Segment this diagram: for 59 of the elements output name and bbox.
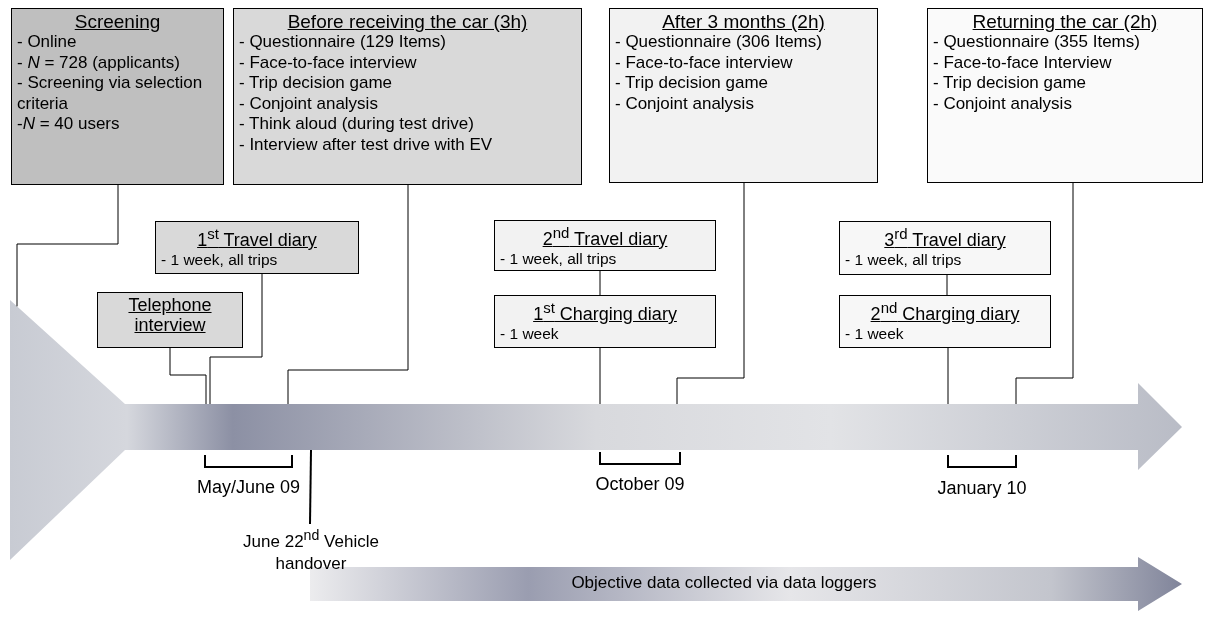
diary-box	[494, 220, 716, 271]
list-item: - Interview after test drive with EV	[239, 134, 494, 155]
list-item: - Conjoint analysis	[615, 93, 755, 114]
list-item: - N = 728 (applicants)	[17, 52, 181, 73]
stage-box	[11, 8, 224, 185]
list-item: - Face-to-face Interview	[933, 52, 1113, 73]
list-item: - 1 week	[500, 324, 560, 343]
leader-line	[169, 347, 207, 405]
diary-box	[494, 295, 716, 348]
stage-box	[233, 8, 582, 185]
list-item: - Trip decision game	[933, 73, 1088, 94]
interview-box	[97, 292, 243, 348]
leader-line	[599, 270, 601, 296]
box-heading: Telephone interview	[127, 295, 213, 335]
list-item: - Conjoint analysis	[239, 93, 379, 114]
box-heading: 2$^{nd}$ Travel diary	[541, 223, 669, 249]
date-label: January 10	[936, 477, 1028, 499]
leader-line	[946, 274, 948, 296]
box-heading: 1$^{st}$ Travel diary	[196, 224, 318, 250]
leader-line	[676, 182, 745, 405]
box-heading: After 3 months (2h)	[661, 11, 826, 32]
list-item: - 1 week, all trips	[845, 250, 963, 269]
box-heading: Screening	[73, 11, 162, 32]
list-item: - Face-to-face interview	[615, 52, 794, 73]
list-item: - Face-to-face interview	[239, 52, 418, 73]
stage-box	[927, 8, 1203, 183]
list-item: - Questionnaire (355 Items)	[933, 32, 1141, 53]
diary-box	[155, 221, 359, 274]
arrow-text: Objective data collected via data loggers	[570, 572, 878, 594]
list-item: - Screening via selection criteria	[17, 73, 204, 114]
list-item: - Trip decision game	[239, 73, 394, 94]
list-item: - Questionnaire (129 Items)	[239, 32, 447, 53]
box-heading: 2$^{nd}$ Charging diary	[869, 298, 1021, 324]
list-item: -N = 40 users	[17, 114, 121, 135]
leader-line	[947, 347, 949, 405]
list-item: - Think aloud (during test drive)	[239, 114, 475, 135]
date-label: October 09	[594, 473, 686, 495]
stage-box	[609, 8, 878, 183]
list-item: - 1 week, all trips	[500, 249, 618, 268]
list-item: - Trip decision game	[615, 73, 770, 94]
date-label: May/June 09	[195, 476, 302, 498]
diary-box	[839, 221, 1051, 275]
list-item: - Conjoint analysis	[933, 93, 1073, 114]
list-item: - Online	[17, 32, 78, 53]
leader-line	[287, 184, 409, 405]
diary-box	[839, 295, 1051, 348]
leader-line	[16, 184, 119, 307]
box-heading: Returning the car (2h)	[971, 11, 1159, 32]
box-heading: Before receiving the car (3h)	[286, 11, 529, 32]
list-item: - Questionnaire (306 Items)	[615, 32, 823, 53]
leader-line	[1015, 182, 1074, 405]
list-item: - 1 week, all trips	[161, 250, 279, 269]
milestone-label: June 22$^{nd}$ Vehicle handover	[231, 524, 391, 572]
box-heading: 3$^{rd}$ Travel diary	[883, 224, 1007, 250]
leader-line	[309, 449, 312, 525]
leader-line	[599, 347, 601, 405]
leader-line	[209, 273, 263, 405]
list-item: - 1 week	[845, 324, 905, 343]
box-heading: 1$^{st}$ Charging diary	[532, 298, 678, 324]
